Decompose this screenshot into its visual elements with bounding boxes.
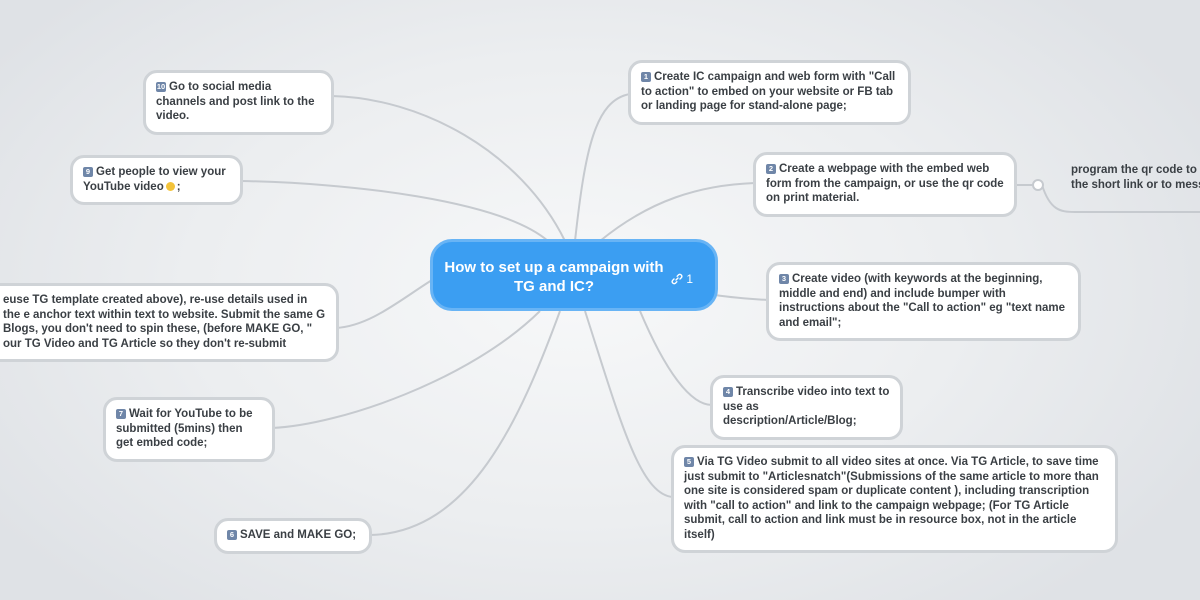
central-topic[interactable]: How to set up a campaign with TG and IC?… [430, 239, 718, 311]
topic-text-6: SAVE and MAKE GO; [240, 529, 357, 541]
number-badge-6: 6 [227, 530, 237, 540]
topic-text-5: Via TG Video submit to all video sites a… [684, 456, 1099, 541]
connector-node-1 [574, 93, 631, 242]
connector-node-3 [714, 294, 769, 301]
topic-text-10: Go to social media channels and post lin… [156, 81, 315, 122]
connector-subnode-tail [1041, 184, 1200, 213]
topic-text-2: Create a webpage with the embed web form… [766, 163, 1004, 204]
topic-node-8[interactable]: euse TG template created above), re-use … [0, 283, 339, 362]
number-badge-5: 5 [684, 457, 694, 467]
connector-node-4 [639, 310, 713, 406]
connector-node-2 [599, 182, 756, 242]
topic-text-1: Create IC campaign and web form with "Ca… [641, 71, 896, 112]
topic-text-3: Create video (with keywords at the begin… [779, 273, 1066, 329]
central-topic-title: How to set up a campaign with TG and IC? [444, 259, 664, 295]
number-badge-9: 9 [83, 167, 93, 177]
topic-text-9-end: ; [176, 180, 181, 193]
smiley-icon [165, 181, 175, 191]
number-badge-10: 10 [156, 82, 166, 92]
number-badge-1: 1 [641, 72, 651, 82]
connector-node-6 [369, 310, 561, 536]
number-badge-4: 4 [723, 387, 733, 397]
connector-node-9 [240, 180, 549, 242]
topic-text-8: euse TG template created above), re-use … [3, 294, 326, 350]
link-count: 1 [686, 272, 693, 286]
link-icon [671, 273, 683, 285]
connector-node-5 [584, 310, 674, 498]
topic-text-7: Wait for YouTube to be submitted (5mins)… [116, 408, 253, 449]
subnode-connector-knob [1032, 179, 1044, 191]
topic-text-9: Get people to view your YouTube video [83, 166, 226, 193]
topic-text-4: Transcribe video into text to use as des… [723, 386, 890, 427]
number-badge-3: 3 [779, 274, 789, 284]
number-badge-7: 7 [116, 409, 126, 419]
connector-node-10 [331, 95, 566, 242]
subtopic-qr-code[interactable]: program the qr code to with the short li… [1071, 164, 1200, 191]
connector-node-7 [271, 310, 541, 429]
connector-node-8 [335, 279, 433, 329]
central-topic-link[interactable]: 1 [671, 270, 693, 289]
number-badge-2: 2 [766, 164, 776, 174]
